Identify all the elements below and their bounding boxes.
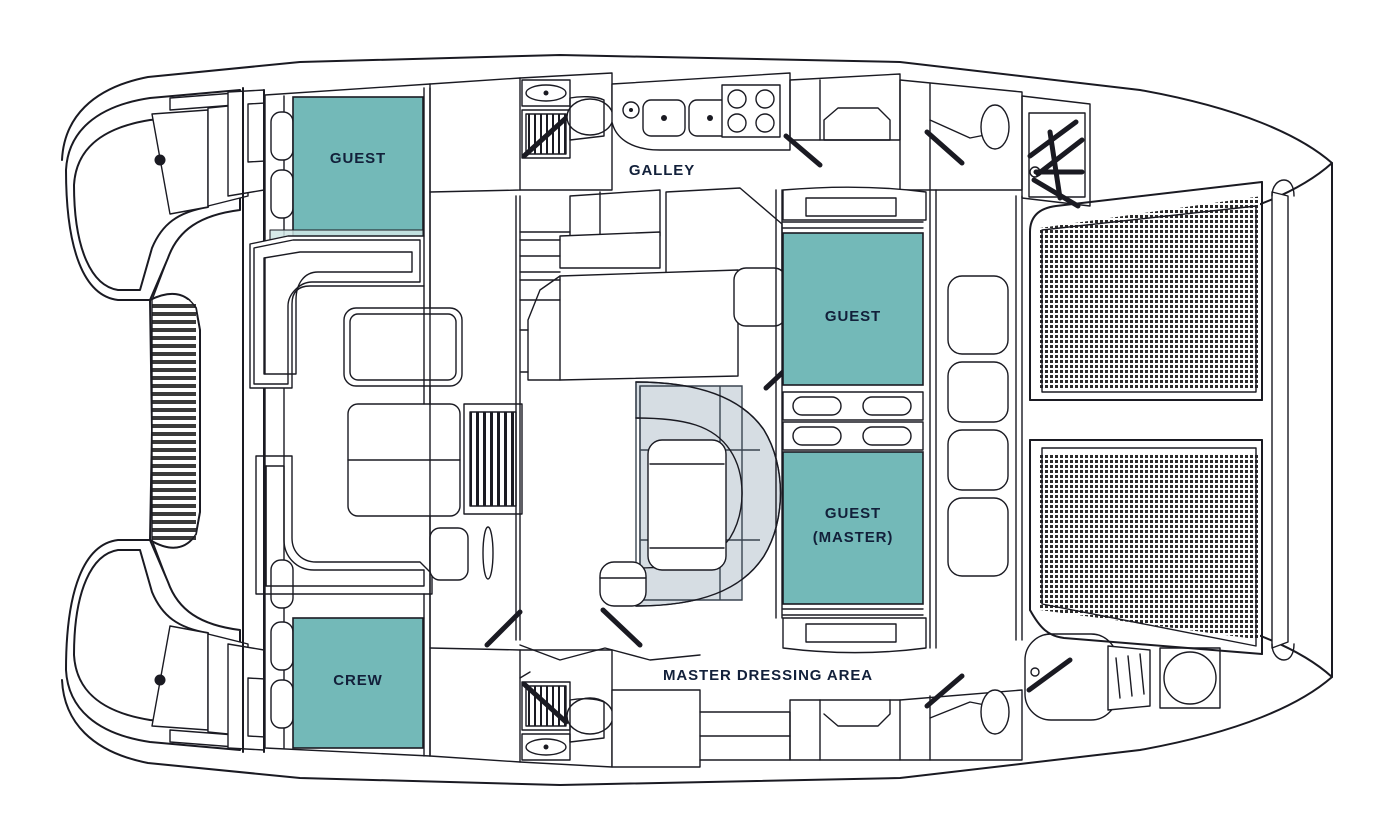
cabin-crew: CREW (292, 617, 424, 749)
shower-door-swing-fwd (521, 115, 569, 159)
door-swing-aft-passage (924, 673, 965, 709)
hull-outline (61, 54, 1333, 786)
bow-trampoline (149, 257, 201, 583)
door-swing-galley (783, 133, 823, 168)
cabin-label-guest-master-line1: GUEST (825, 505, 881, 522)
trampoline-lower-mesh (1040, 455, 1260, 640)
starboard-passage (929, 189, 1023, 649)
aft-strip (429, 607, 1221, 768)
locker-hatch-marks (1115, 653, 1145, 699)
port-partitions (423, 87, 431, 757)
cabin-label-guest-forward-port: GUEST (330, 150, 386, 167)
hull-fitting-starboard (154, 674, 166, 686)
door-swing-aft-1 (600, 607, 643, 648)
salon-settee (599, 381, 782, 607)
door-swing-aft-2 (484, 609, 523, 648)
central-salon (515, 187, 803, 641)
port-cabinetry-upper (343, 307, 463, 387)
port-cabinetry-mid (347, 403, 523, 517)
shower-door-swing-aft (521, 681, 569, 725)
helm-wheel-icon (1027, 119, 1085, 209)
port-head-lower (255, 455, 494, 595)
cabin-label-guest-master-line2: (MASTER) (813, 529, 894, 546)
port-head-upper (249, 235, 425, 389)
stern-trampolines (1029, 179, 1295, 661)
door-swing-passage (924, 129, 965, 166)
hull-fitting-port (154, 154, 166, 166)
area-label-master-dressing: MASTER DRESSING AREA (663, 667, 873, 684)
starboard-hull (65, 539, 283, 751)
galley-strip (429, 72, 1091, 209)
cabin-label-guest-starboard: GUEST (825, 308, 881, 325)
area-label-galley: GALLEY (629, 162, 695, 179)
starboard-cabins: GUEST GUEST (MASTER) (782, 186, 927, 654)
trampoline-upper-mesh (1040, 196, 1260, 390)
cabin-label-crew: CREW (333, 672, 382, 689)
port-hull (65, 89, 283, 301)
